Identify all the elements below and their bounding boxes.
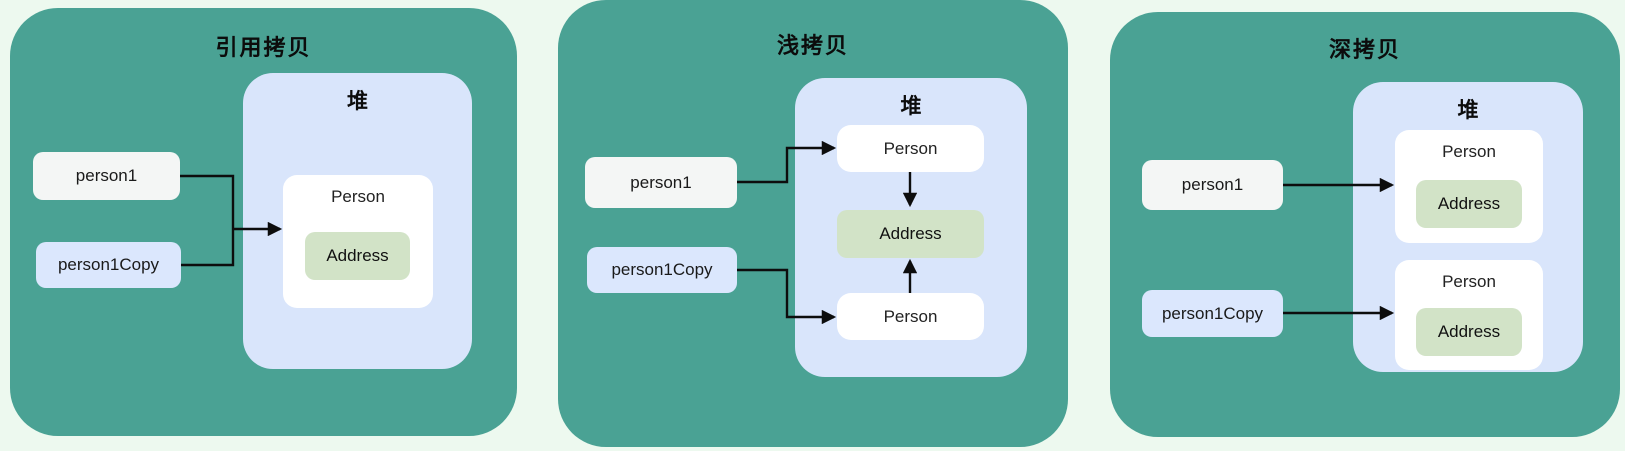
person-object-box-bottom: Person Address [1395,260,1543,370]
panel-title-shallow-copy: 浅拷贝 [776,33,849,58]
connector-variables-junction [180,174,235,267]
variable-box-person1copy: person1Copy [587,247,737,293]
variable-box-person1: person1 [33,152,180,200]
person-object-label: Person [331,187,385,206]
person-object-box-top: Person [837,125,984,172]
variable-label-person1copy: person1Copy [611,260,713,279]
heap-label: 堆 [1457,99,1479,122]
person-object-box-bottom: Person [837,293,984,340]
variable-box-person1: person1 [1142,160,1283,210]
person-object-label-top: Person [1442,142,1496,161]
address-object-label-bottom: Address [1437,322,1501,341]
panel-title-deep-copy: 深拷贝 [1328,37,1401,62]
address-object-box-shared: Address [837,210,984,258]
address-object-label: Address [326,246,389,265]
variable-box-person1copy: person1Copy [36,242,181,288]
heap-region: 堆 Person Address Person Address [1353,82,1583,372]
panel-reference-copy: 引用拷贝 person1 person1Copy 堆 Person Addres… [10,8,517,436]
person-object-box: Person Address [283,175,433,308]
heap-label: 堆 [900,95,922,118]
variable-label-person1: person1 [1181,175,1244,194]
address-object-box-bottom: Address [1416,308,1522,356]
address-object-label: Address [879,224,942,243]
panel-shallow-copy: 浅拷贝 person1 person1Copy 堆 Person Address… [558,0,1068,447]
variable-box-person1: person1 [585,157,737,208]
variable-label-person1: person1 [630,172,692,192]
person-object-label-bottom: Person [1442,272,1496,291]
address-object-box-top: Address [1416,180,1522,228]
person-object-label-top: Person [883,138,938,158]
variable-label-person1: person1 [75,166,138,185]
heap-region: 堆 Person Address Person [795,78,1027,377]
panel-title-reference-copy: 引用拷贝 [215,35,312,60]
address-object-box: Address [305,232,410,280]
variable-label-person1copy: person1Copy [1161,303,1264,323]
panel-deep-copy: 深拷贝 person1 person1Copy 堆 Person Address… [1110,12,1620,437]
variable-box-person1copy: person1Copy [1142,290,1283,337]
heap-label: 堆 [347,90,368,113]
person-object-label-bottom: Person [883,306,938,326]
variable-label-person1copy: person1Copy [57,255,160,274]
address-object-label-top: Address [1437,194,1501,213]
person-object-box-top: Person Address [1395,130,1543,243]
heap-region: 堆 Person Address [243,73,472,369]
